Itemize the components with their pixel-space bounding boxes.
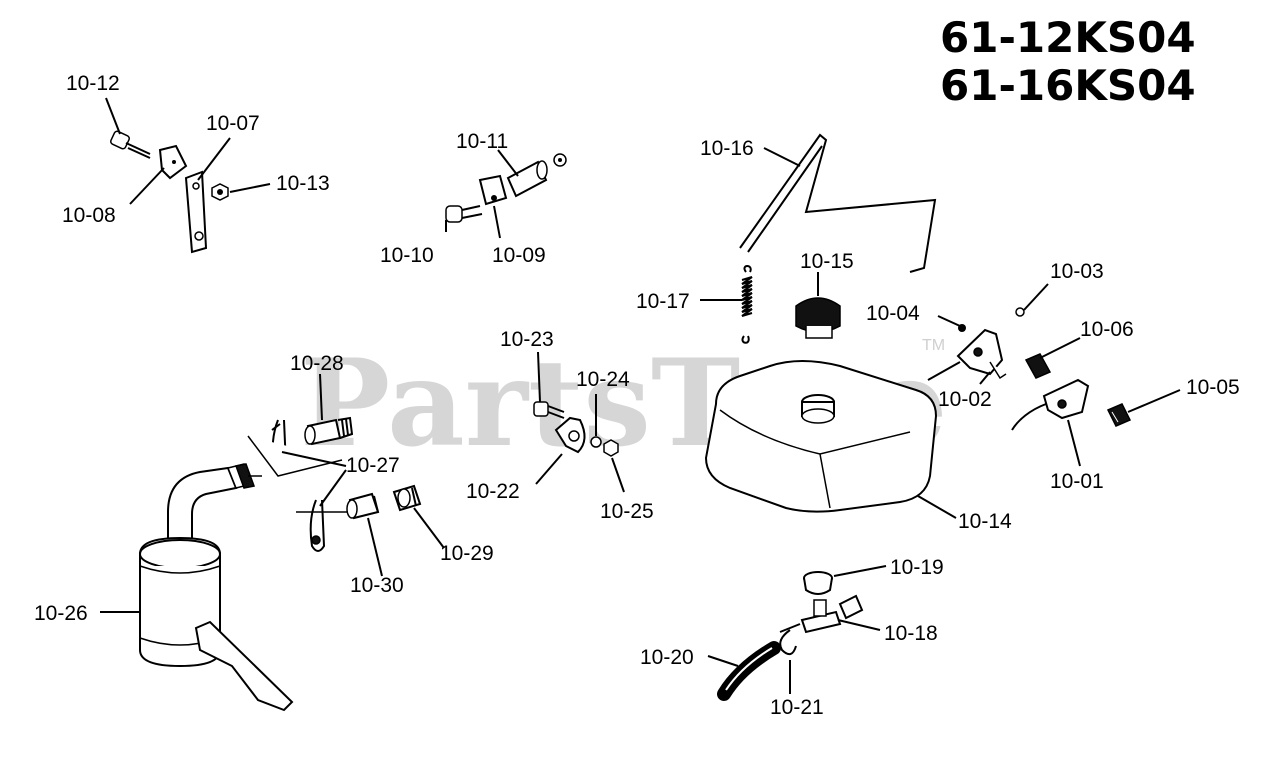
callout-10-05[interactable]: 10-05 [1186, 376, 1240, 399]
callout-10-25[interactable]: 10-25 [600, 500, 654, 523]
part-nut-10-13[interactable] [211, 183, 229, 201]
callout-10-02[interactable]: 10-02 [938, 388, 992, 411]
part-bolt-10-12[interactable] [110, 130, 151, 159]
part-coupling-10-30[interactable] [346, 492, 380, 520]
part-washer-10-11b[interactable] [553, 153, 567, 167]
part-coupling-10-28[interactable] [304, 416, 354, 446]
leader-lines [100, 97, 1181, 694]
callout-10-23[interactable]: 10-23 [500, 328, 554, 351]
part-shutoff-valve-10-18[interactable] [779, 594, 864, 634]
callout-10-26[interactable]: 10-26 [34, 602, 88, 625]
callout-10-04[interactable]: 10-04 [866, 302, 920, 325]
part-bushing-10-19[interactable] [803, 571, 833, 595]
part-fuel-line-10-20[interactable] [717, 641, 781, 701]
callout-labels: 10-12 10-07 10-13 10-08 10-11 10-10 10-0… [34, 72, 1240, 719]
callout-10-30[interactable]: 10-30 [350, 574, 404, 597]
callout-10-06[interactable]: 10-06 [1080, 318, 1134, 341]
part-clamp-10-27b[interactable] [309, 499, 326, 552]
callout-10-20[interactable]: 10-20 [640, 646, 694, 669]
callout-10-14[interactable]: 10-14 [958, 510, 1012, 533]
control-assembly [927, 307, 1132, 431]
part-strap-10-07[interactable] [184, 170, 208, 254]
watermark-trademark: TM [922, 337, 945, 354]
part-screw-10-03[interactable] [1015, 307, 1025, 317]
part-control-10-01[interactable] [1011, 378, 1090, 431]
part-fuel-cap-10-15[interactable] [795, 297, 841, 339]
spacer-assembly [445, 153, 567, 223]
part-nut-10-25[interactable] [603, 439, 619, 457]
callout-10-08[interactable]: 10-08 [62, 204, 116, 227]
callout-10-22[interactable]: 10-22 [466, 480, 520, 503]
callout-10-24[interactable]: 10-24 [576, 368, 630, 391]
callout-10-17[interactable]: 10-17 [636, 290, 690, 313]
callout-10-15[interactable]: 10-15 [800, 250, 854, 273]
part-washer-10-24[interactable] [590, 436, 602, 448]
muffler-assembly [139, 416, 422, 712]
callout-10-07[interactable]: 10-07 [206, 112, 260, 135]
model-number-1: 61-12KS04 [940, 13, 1196, 62]
part-spring-10-17[interactable] [741, 265, 753, 344]
callout-10-11[interactable]: 10-11 [456, 130, 508, 153]
model-number-2: 61-16KS04 [940, 61, 1196, 110]
part-knob-10-06[interactable] [1024, 353, 1052, 379]
part-clamp-10-22[interactable] [554, 416, 586, 454]
callout-10-01[interactable]: 10-01 [1050, 470, 1104, 493]
callout-10-12[interactable]: 10-12 [66, 72, 120, 95]
part-spacer-10-11[interactable] [506, 160, 548, 198]
part-clamp-10-08[interactable] [158, 144, 188, 180]
callout-10-27[interactable]: 10-27 [346, 454, 400, 477]
callout-10-21[interactable]: 10-21 [770, 696, 824, 719]
callout-10-28[interactable]: 10-28 [290, 352, 344, 375]
part-throttle-rod-10-16[interactable] [739, 133, 937, 273]
part-knob-10-05[interactable] [1106, 403, 1132, 427]
part-clamp-10-21[interactable] [779, 629, 797, 656]
bracket-assembly [110, 130, 229, 254]
callout-10-13[interactable]: 10-13 [276, 172, 330, 195]
part-control-10-02[interactable] [927, 328, 1007, 381]
part-nut-10-29[interactable] [392, 484, 422, 512]
callout-10-03[interactable]: 10-03 [1050, 260, 1104, 283]
callout-10-18[interactable]: 10-18 [884, 622, 938, 645]
clamp-assembly [533, 401, 619, 457]
callout-10-29[interactable]: 10-29 [440, 542, 494, 565]
part-bracket-10-09[interactable] [478, 174, 508, 206]
callout-10-09[interactable]: 10-09 [492, 244, 546, 267]
part-bolt-10-10[interactable] [445, 205, 483, 223]
part-muffler-10-26[interactable] [139, 463, 294, 712]
callout-10-19[interactable]: 10-19 [890, 556, 944, 579]
part-fuel-tank-10-14[interactable] [704, 360, 938, 513]
part-screw-10-23[interactable] [533, 401, 565, 419]
callout-10-16[interactable]: 10-16 [700, 137, 754, 160]
callout-10-10[interactable]: 10-10 [380, 244, 434, 267]
